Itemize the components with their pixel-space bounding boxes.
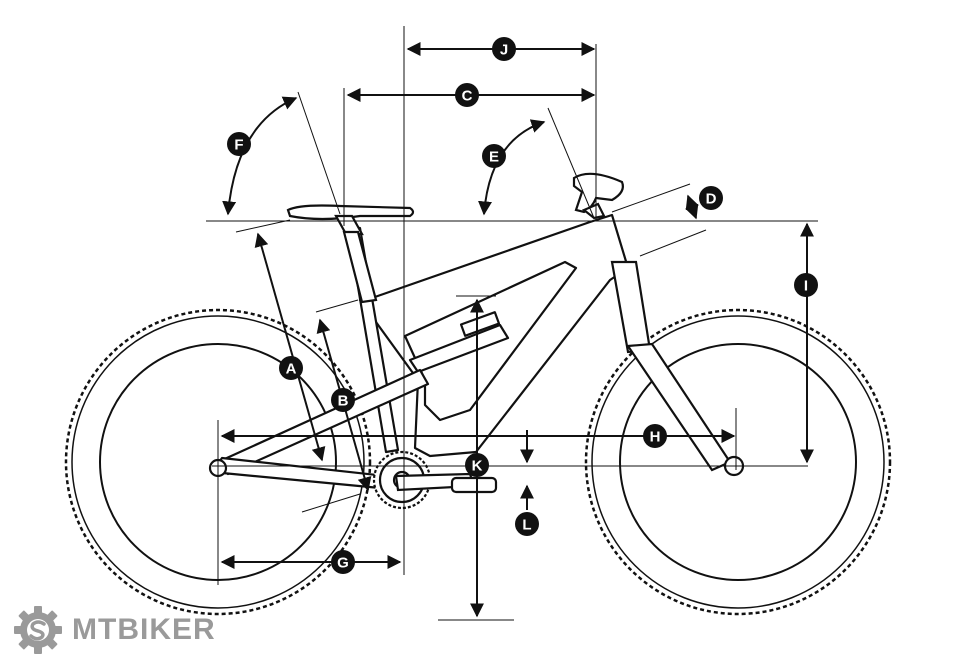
svg-text:G: G — [337, 555, 349, 572]
label-G: G — [331, 550, 355, 574]
brand-watermark: MTBIKER — [12, 604, 216, 656]
saddle — [286, 204, 415, 304]
svg-text:B: B — [338, 393, 349, 410]
svg-text:D: D — [706, 191, 717, 208]
svg-text:F: F — [234, 137, 243, 154]
label-H: H — [643, 424, 667, 448]
label-D: D — [699, 186, 723, 210]
brand-name: MTBIKER — [72, 613, 216, 646]
svg-text:H: H — [650, 429, 661, 446]
label-E: E — [482, 144, 506, 168]
label-B: B — [331, 388, 355, 412]
suspension-fork — [610, 260, 745, 477]
svg-text:L: L — [522, 517, 531, 534]
label-I: I — [794, 273, 818, 297]
label-F: F — [227, 132, 251, 156]
label-K: K — [465, 453, 489, 477]
dimension-arrows — [220, 42, 814, 618]
bike-frame — [208, 213, 630, 490]
label-A: A — [279, 356, 303, 380]
label-C: C — [455, 83, 479, 107]
reference-lines — [206, 26, 818, 621]
svg-text:C: C — [462, 88, 473, 105]
svg-text:K: K — [472, 458, 483, 475]
handlebar — [572, 172, 624, 220]
front-wheel — [584, 308, 892, 616]
svg-text:I: I — [804, 278, 808, 295]
svg-text:J: J — [500, 42, 508, 59]
label-L: L — [515, 512, 539, 536]
dim-E — [478, 119, 546, 216]
dim-A — [254, 232, 326, 462]
dim-D — [685, 194, 699, 220]
svg-text:A: A — [286, 361, 297, 378]
gear-s-logo-icon — [14, 606, 62, 654]
dim-F — [222, 96, 298, 216]
label-J: J — [492, 37, 516, 61]
svg-text:E: E — [489, 149, 499, 166]
